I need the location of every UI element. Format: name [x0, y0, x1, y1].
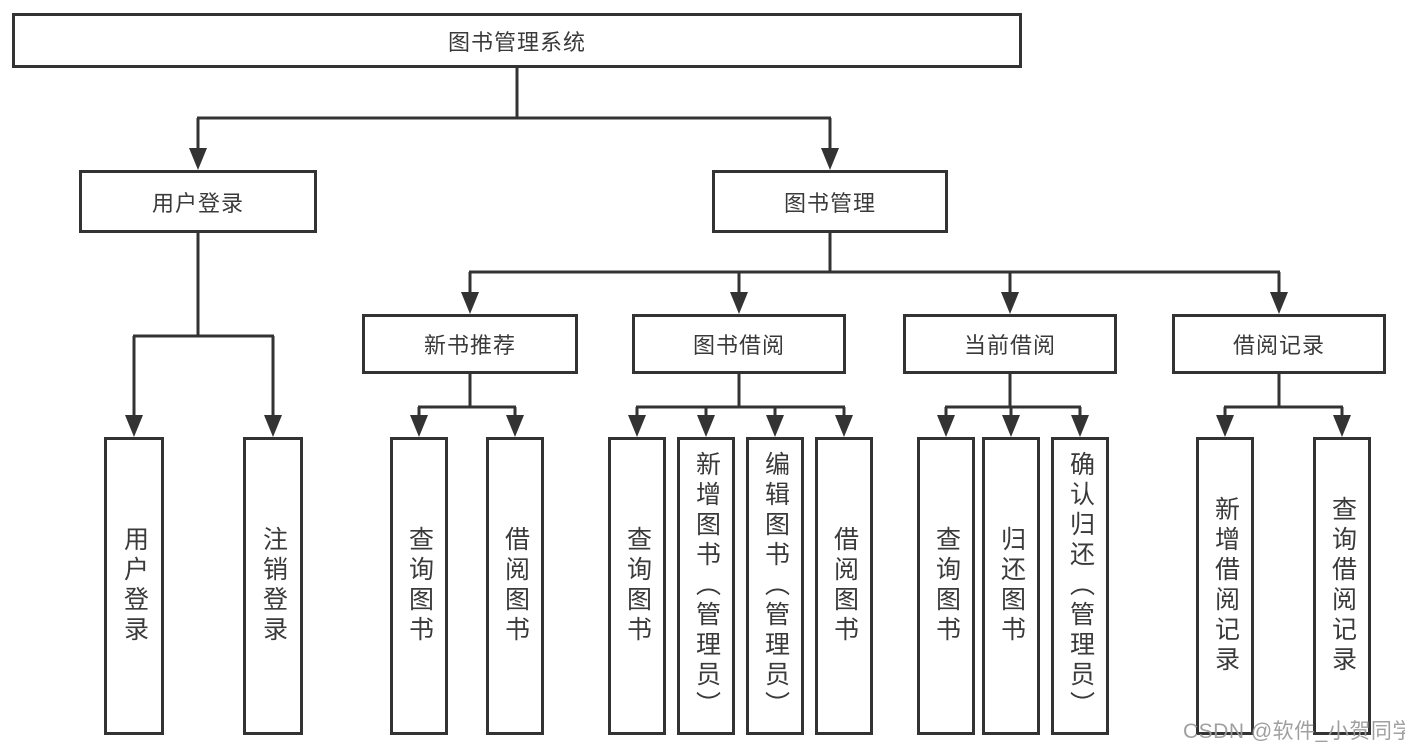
connector-current-to-leaves — [944, 374, 1082, 417]
node-book-mgmt-label: 图书管理 — [783, 190, 876, 216]
arrowhead — [461, 292, 479, 314]
arrowhead — [264, 415, 282, 437]
leaf-newbooks-query: 查询图书 — [390, 437, 448, 735]
connector-new-books-to-leaves — [417, 374, 517, 417]
leaf-borrowing-borrow-label: 借阅图书 — [830, 526, 859, 646]
node-user-login-label: 用户登录 — [151, 190, 244, 216]
node-new-books: 新书推荐 — [362, 314, 578, 374]
node-user-login: 用户登录 — [79, 170, 317, 233]
connector-user-login-to-leaves — [132, 233, 275, 417]
arrowhead — [821, 148, 839, 170]
arrowhead — [125, 415, 143, 437]
leaf-current-confirm: 确认归还（管理员） — [1051, 437, 1109, 735]
arrowhead — [1216, 415, 1234, 437]
arrowhead — [189, 148, 207, 170]
node-root: 图书管理系统 — [12, 13, 1022, 68]
connector-borrowing-to-leaves — [635, 374, 846, 417]
arrowhead — [1001, 292, 1019, 314]
leaf-borrowing-edit: 编辑图书（管理员） — [746, 437, 804, 735]
leaf-current-return-label: 归还图书 — [997, 526, 1026, 646]
leaf-records-add: 新增借阅记录 — [1196, 437, 1254, 735]
leaf-borrowing-add-label: 新增图书（管理员） — [692, 451, 721, 721]
arrowhead — [730, 292, 748, 314]
node-records-label: 借阅记录 — [1232, 333, 1325, 358]
node-new-books-label: 新书推荐 — [423, 333, 516, 358]
arrowhead — [697, 415, 715, 437]
connector-records-to-leaves — [1223, 374, 1344, 417]
leaf-current-query: 查询图书 — [917, 437, 975, 735]
leaf-newbooks-query-label: 查询图书 — [405, 526, 434, 646]
leaf-user-login-label: 用户登录 — [120, 526, 149, 646]
arrowhead — [1071, 415, 1089, 437]
csdn-watermark: CSDN @软件_小贺同学 — [1183, 720, 1405, 743]
leaf-borrowing-borrow: 借阅图书 — [815, 437, 873, 735]
arrowhead — [410, 415, 428, 437]
leaf-current-query-label: 查询图书 — [932, 526, 961, 646]
leaf-logout: 注销登录 — [243, 437, 303, 735]
leaf-records-query-label: 查询借阅记录 — [1328, 496, 1357, 676]
leaf-borrowing-add: 新增图书（管理员） — [677, 437, 735, 735]
connector-book-mgmt-to-level2 — [468, 233, 1281, 294]
arrowhead — [628, 415, 646, 437]
node-borrowing-label: 图书借阅 — [692, 333, 785, 358]
leaf-logout-label: 注销登录 — [259, 526, 288, 646]
node-book-mgmt: 图书管理 — [712, 170, 948, 233]
arrowhead — [1270, 292, 1288, 314]
arrowhead — [506, 415, 524, 437]
node-current: 当前借阅 — [903, 314, 1117, 374]
leaf-borrowing-edit-label: 编辑图书（管理员） — [761, 451, 790, 721]
leaf-records-add-label: 新增借阅记录 — [1211, 496, 1240, 676]
node-root-label: 图书管理系统 — [447, 29, 586, 55]
leaf-current-confirm-label: 确认归还（管理员） — [1066, 451, 1095, 721]
arrowhead — [1002, 415, 1020, 437]
leaf-user-login: 用户登录 — [104, 437, 164, 735]
node-current-label: 当前借阅 — [963, 333, 1056, 358]
leaf-newbooks-borrow: 借阅图书 — [486, 437, 544, 735]
leaf-newbooks-borrow-label: 借阅图书 — [501, 526, 530, 646]
node-borrowing: 图书借阅 — [632, 314, 846, 374]
leaf-borrowing-query-label: 查询图书 — [623, 526, 652, 646]
arrowhead — [766, 415, 784, 437]
arrowhead — [1333, 415, 1351, 437]
arrowhead — [835, 415, 853, 437]
leaf-records-query: 查询借阅记录 — [1313, 437, 1371, 735]
node-records: 借阅记录 — [1172, 314, 1386, 374]
arrowhead — [937, 415, 955, 437]
arrowheads — [125, 148, 1351, 437]
leaf-current-return: 归还图书 — [982, 437, 1040, 735]
leaf-borrowing-query: 查询图书 — [608, 437, 666, 735]
connector-root-to-level1 — [196, 68, 832, 150]
